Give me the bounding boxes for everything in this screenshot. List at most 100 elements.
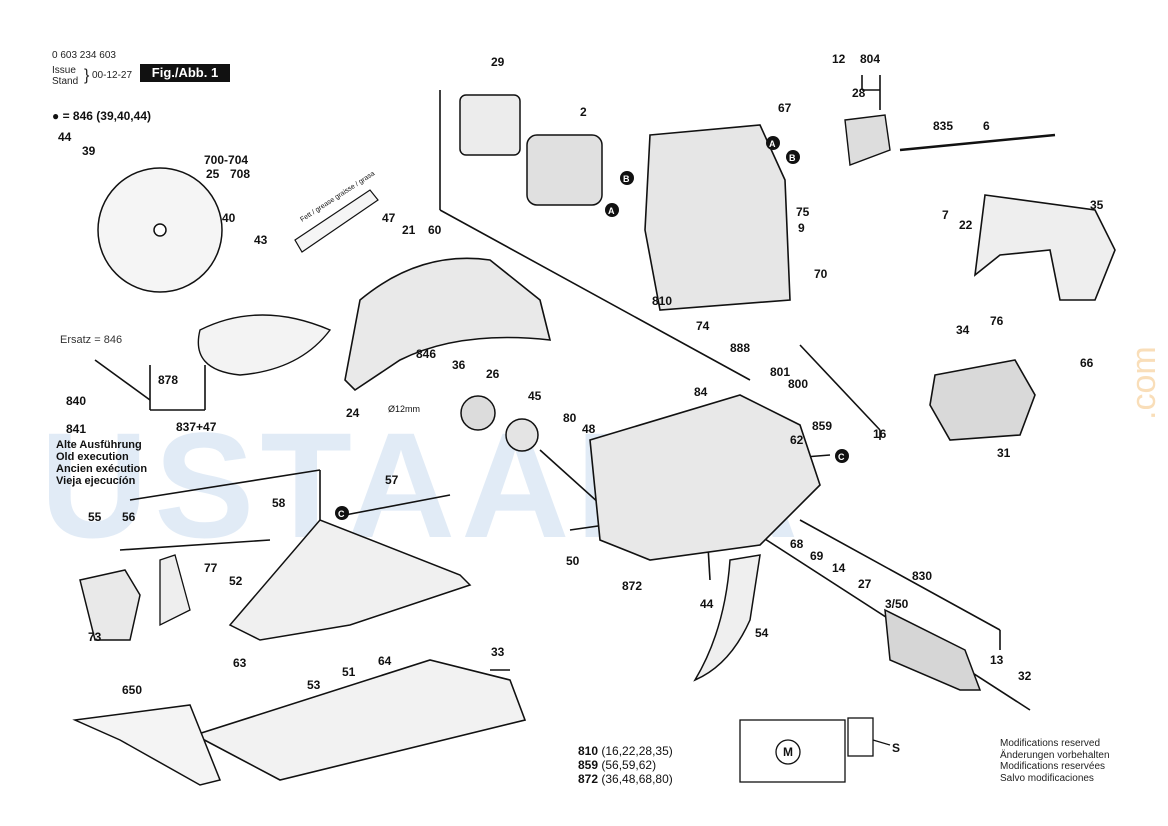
part-label-841: 841	[66, 422, 86, 436]
riving-knife	[693, 554, 761, 682]
part-label-810: 810	[652, 294, 672, 308]
bearing	[460, 395, 496, 431]
part-label-25: 25	[206, 167, 220, 181]
part-label-27: 27	[858, 577, 872, 591]
part-label-801: 801	[770, 365, 790, 379]
old-version-en: Old execution	[56, 451, 129, 463]
part-label-84: 84	[694, 385, 708, 399]
connector-A2: A	[766, 136, 780, 150]
part-label-34: 34	[956, 323, 970, 337]
part-label-69: 69	[810, 549, 824, 563]
part-label-835: 835	[933, 119, 953, 133]
kit-list: 810 (16,22,28,35) 859 (56,59,62) 872 (36…	[578, 744, 673, 786]
part-label-44: 44	[700, 597, 714, 611]
connector-A1: A	[605, 203, 619, 217]
part-label-16: 16	[873, 427, 887, 441]
connector-B1: B	[620, 171, 634, 185]
issue-label: Issue	[52, 65, 76, 76]
part-label-31: 31	[997, 446, 1011, 460]
svg-text:B: B	[789, 153, 796, 163]
part-label-44: 44	[58, 130, 72, 144]
motor-symbol: M	[783, 745, 793, 759]
handle	[973, 194, 1116, 301]
part-label-48: 48	[582, 422, 596, 436]
part-label-64: 64	[378, 654, 392, 668]
part-label-54: 54	[755, 626, 769, 640]
part-label-28: 28	[852, 86, 866, 100]
old-version-de: Alte Ausführung	[56, 439, 142, 451]
part-label-804: 804	[860, 52, 880, 66]
connector-C2: C	[335, 506, 349, 520]
part-label-67: 67	[778, 101, 792, 115]
part-label-700-704: 700-704	[204, 153, 248, 167]
part-label-32: 32	[1018, 669, 1032, 683]
gear-housing	[589, 394, 821, 561]
connector-B2: B	[786, 150, 800, 164]
kit-810: 810 (16,22,28,35)	[578, 744, 673, 758]
part-label-21: 21	[402, 223, 416, 237]
svg-text:C: C	[338, 509, 345, 519]
motor-cap	[929, 359, 1036, 441]
part-label-33: 33	[491, 645, 505, 659]
part-label-63: 63	[233, 656, 247, 670]
part-label-878: 878	[158, 373, 178, 387]
old-version-es: Vieja ejecucíón	[56, 475, 136, 487]
part-label-650: 650	[122, 683, 142, 697]
part-label-800: 800	[788, 377, 808, 391]
part-label-75: 75	[796, 205, 810, 219]
svg-text:A: A	[608, 206, 615, 216]
part-label-80: 80	[563, 411, 577, 425]
grease-tube	[294, 189, 379, 253]
part-label-14: 14	[832, 561, 846, 575]
saw-blade	[97, 167, 223, 293]
part-label-76: 76	[990, 314, 1004, 328]
connector-C1: C	[835, 449, 849, 463]
part-label-837-47: 837+47	[176, 420, 217, 434]
part-label-77: 77	[204, 561, 218, 575]
gear	[505, 418, 539, 452]
issue-date: 00-12-27	[92, 70, 133, 81]
part-label-58: 58	[272, 496, 286, 510]
part-label-66: 66	[1080, 356, 1094, 370]
part-label-40: 40	[222, 211, 236, 225]
part-label-35: 35	[1090, 198, 1104, 212]
motor-field	[459, 94, 603, 206]
svg-text:B: B	[623, 174, 630, 184]
svg-text:C: C	[838, 452, 845, 462]
part-label-3-50: 3/50	[885, 597, 909, 611]
part-label-840: 840	[66, 394, 86, 408]
lower-guard	[197, 314, 332, 376]
part-label-52: 52	[229, 574, 243, 588]
brace: }	[84, 67, 90, 84]
part-label-53: 53	[307, 678, 321, 692]
part-label-846: 846	[416, 347, 436, 361]
switch	[844, 114, 891, 166]
figure-label: Fig./Abb. 1	[140, 64, 230, 82]
base-plate	[192, 659, 527, 781]
part-label-26: 26	[486, 367, 500, 381]
part-label-43: 43	[254, 233, 268, 247]
diameter-label: Ø12mm	[388, 404, 420, 414]
switch-symbol: S	[892, 741, 900, 755]
part-label-2: 2	[580, 105, 587, 119]
part-label-13: 13	[990, 653, 1004, 667]
part-label-9: 9	[798, 221, 805, 235]
part-label-888: 888	[730, 341, 750, 355]
old-version-fr: Ancien exécution	[56, 463, 148, 475]
part-label-830: 830	[912, 569, 932, 583]
part-label-6: 6	[983, 119, 990, 133]
part-label-70: 70	[814, 267, 828, 281]
depth-bracket	[228, 519, 472, 641]
ersatz-note: Ersatz = 846	[60, 334, 123, 346]
part-label-39: 39	[82, 144, 96, 158]
part-label-51: 51	[342, 665, 356, 679]
part-number: 0 603 234 603	[52, 50, 116, 61]
part-label-57: 57	[385, 473, 399, 487]
part-label-62: 62	[790, 433, 804, 447]
part-label-872: 872	[622, 579, 642, 593]
part-label-56: 56	[122, 510, 136, 524]
power-cable	[899, 133, 1056, 152]
stand-label: Stand	[52, 76, 79, 87]
